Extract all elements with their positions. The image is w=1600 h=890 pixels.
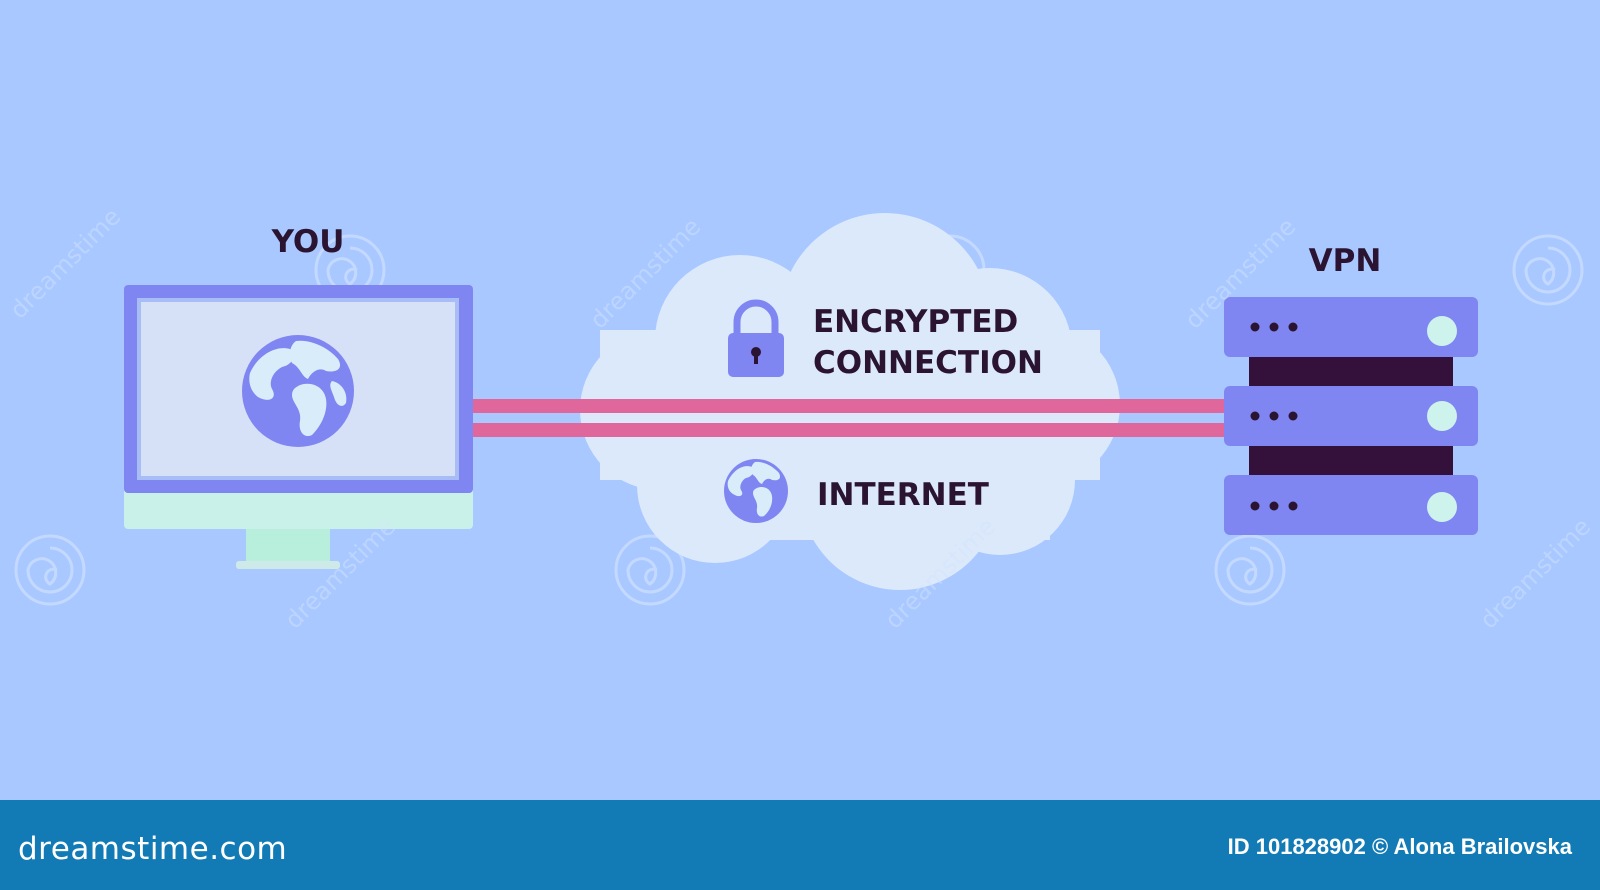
tunnel-line-bottom <box>468 423 1226 437</box>
globe-icon <box>242 335 354 447</box>
server-icon <box>1224 297 1478 535</box>
internet-label: INTERNET <box>817 477 989 513</box>
vpn-label: VPN <box>1309 243 1382 279</box>
encrypted-label-line2: CONNECTION <box>813 345 1043 381</box>
globe-icon <box>724 459 788 523</box>
footer-bar: dreamstime.com ID 101828902 © Alona Brai… <box>0 800 1600 890</box>
footer-credit: ID 101828902 © Alona Brailovska <box>1227 834 1572 859</box>
you-label: YOU <box>271 224 345 260</box>
encrypted-label-line1: ENCRYPTED <box>813 304 1018 340</box>
tunnel-line-top <box>468 399 1226 413</box>
internet-cloud <box>580 213 1120 590</box>
watermark-swirl-icon <box>1214 534 1286 606</box>
watermark-swirl-icon <box>1512 234 1584 306</box>
watermark-swirl-icon <box>14 534 86 606</box>
watermark-swirl-icon <box>614 534 686 606</box>
lock-icon <box>728 299 784 377</box>
footer-logo[interactable]: dreamstime.com <box>18 831 288 867</box>
